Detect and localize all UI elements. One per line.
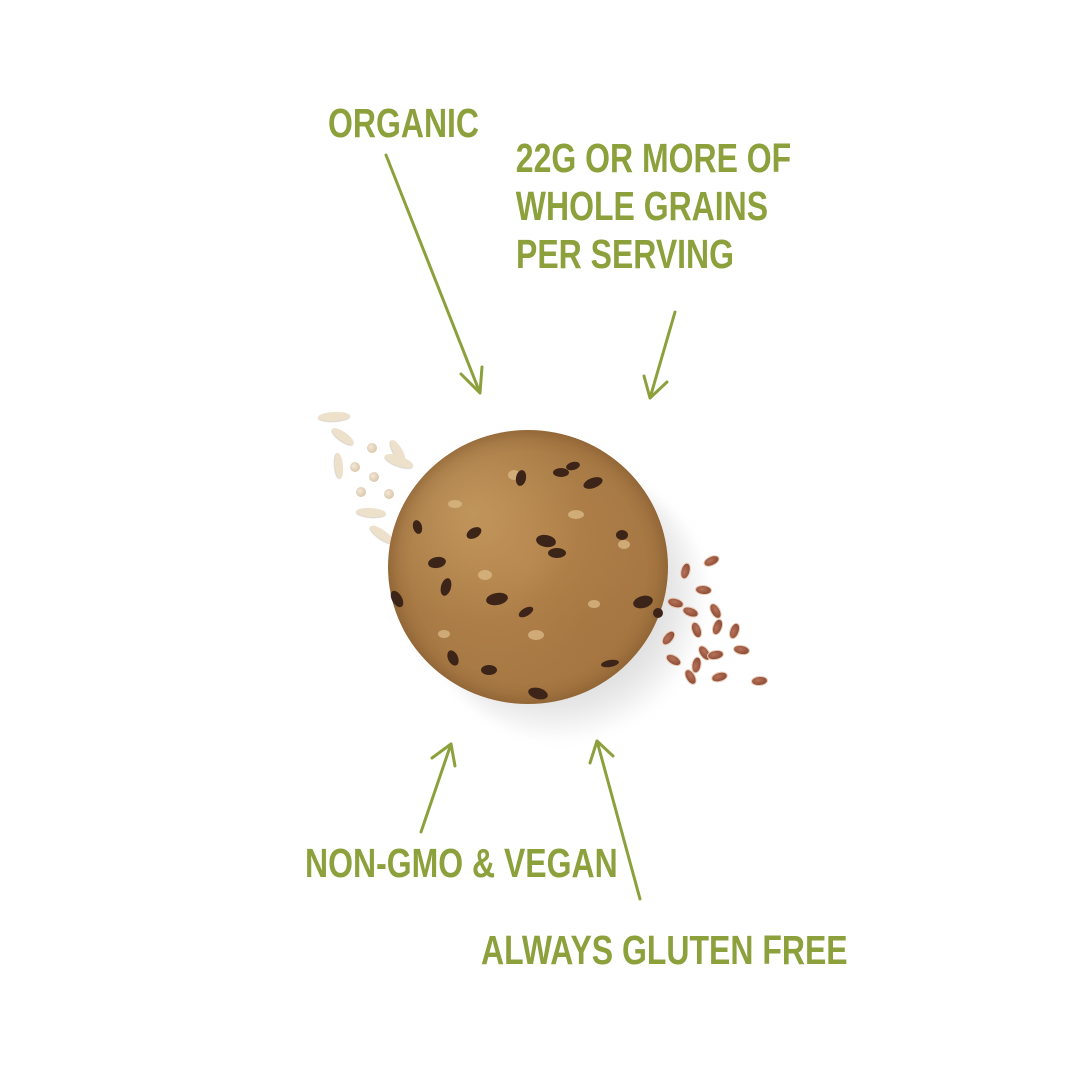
cracker-image (388, 430, 708, 740)
label-whole-grains-line3: per serving (515, 231, 735, 277)
arrow-organic-icon (384, 153, 484, 395)
arrow-whole-grains-icon (642, 310, 677, 400)
arrow-non-gmo-icon (419, 742, 457, 834)
label-whole-grains-line2: whole grains (515, 183, 769, 229)
label-organic: Organic (328, 100, 480, 146)
label-non-gmo-vegan: Non-GMO & Vegan (305, 840, 618, 886)
arrow-gluten-free-icon (588, 739, 642, 901)
label-gluten-free: Always Gluten Free (481, 927, 848, 973)
